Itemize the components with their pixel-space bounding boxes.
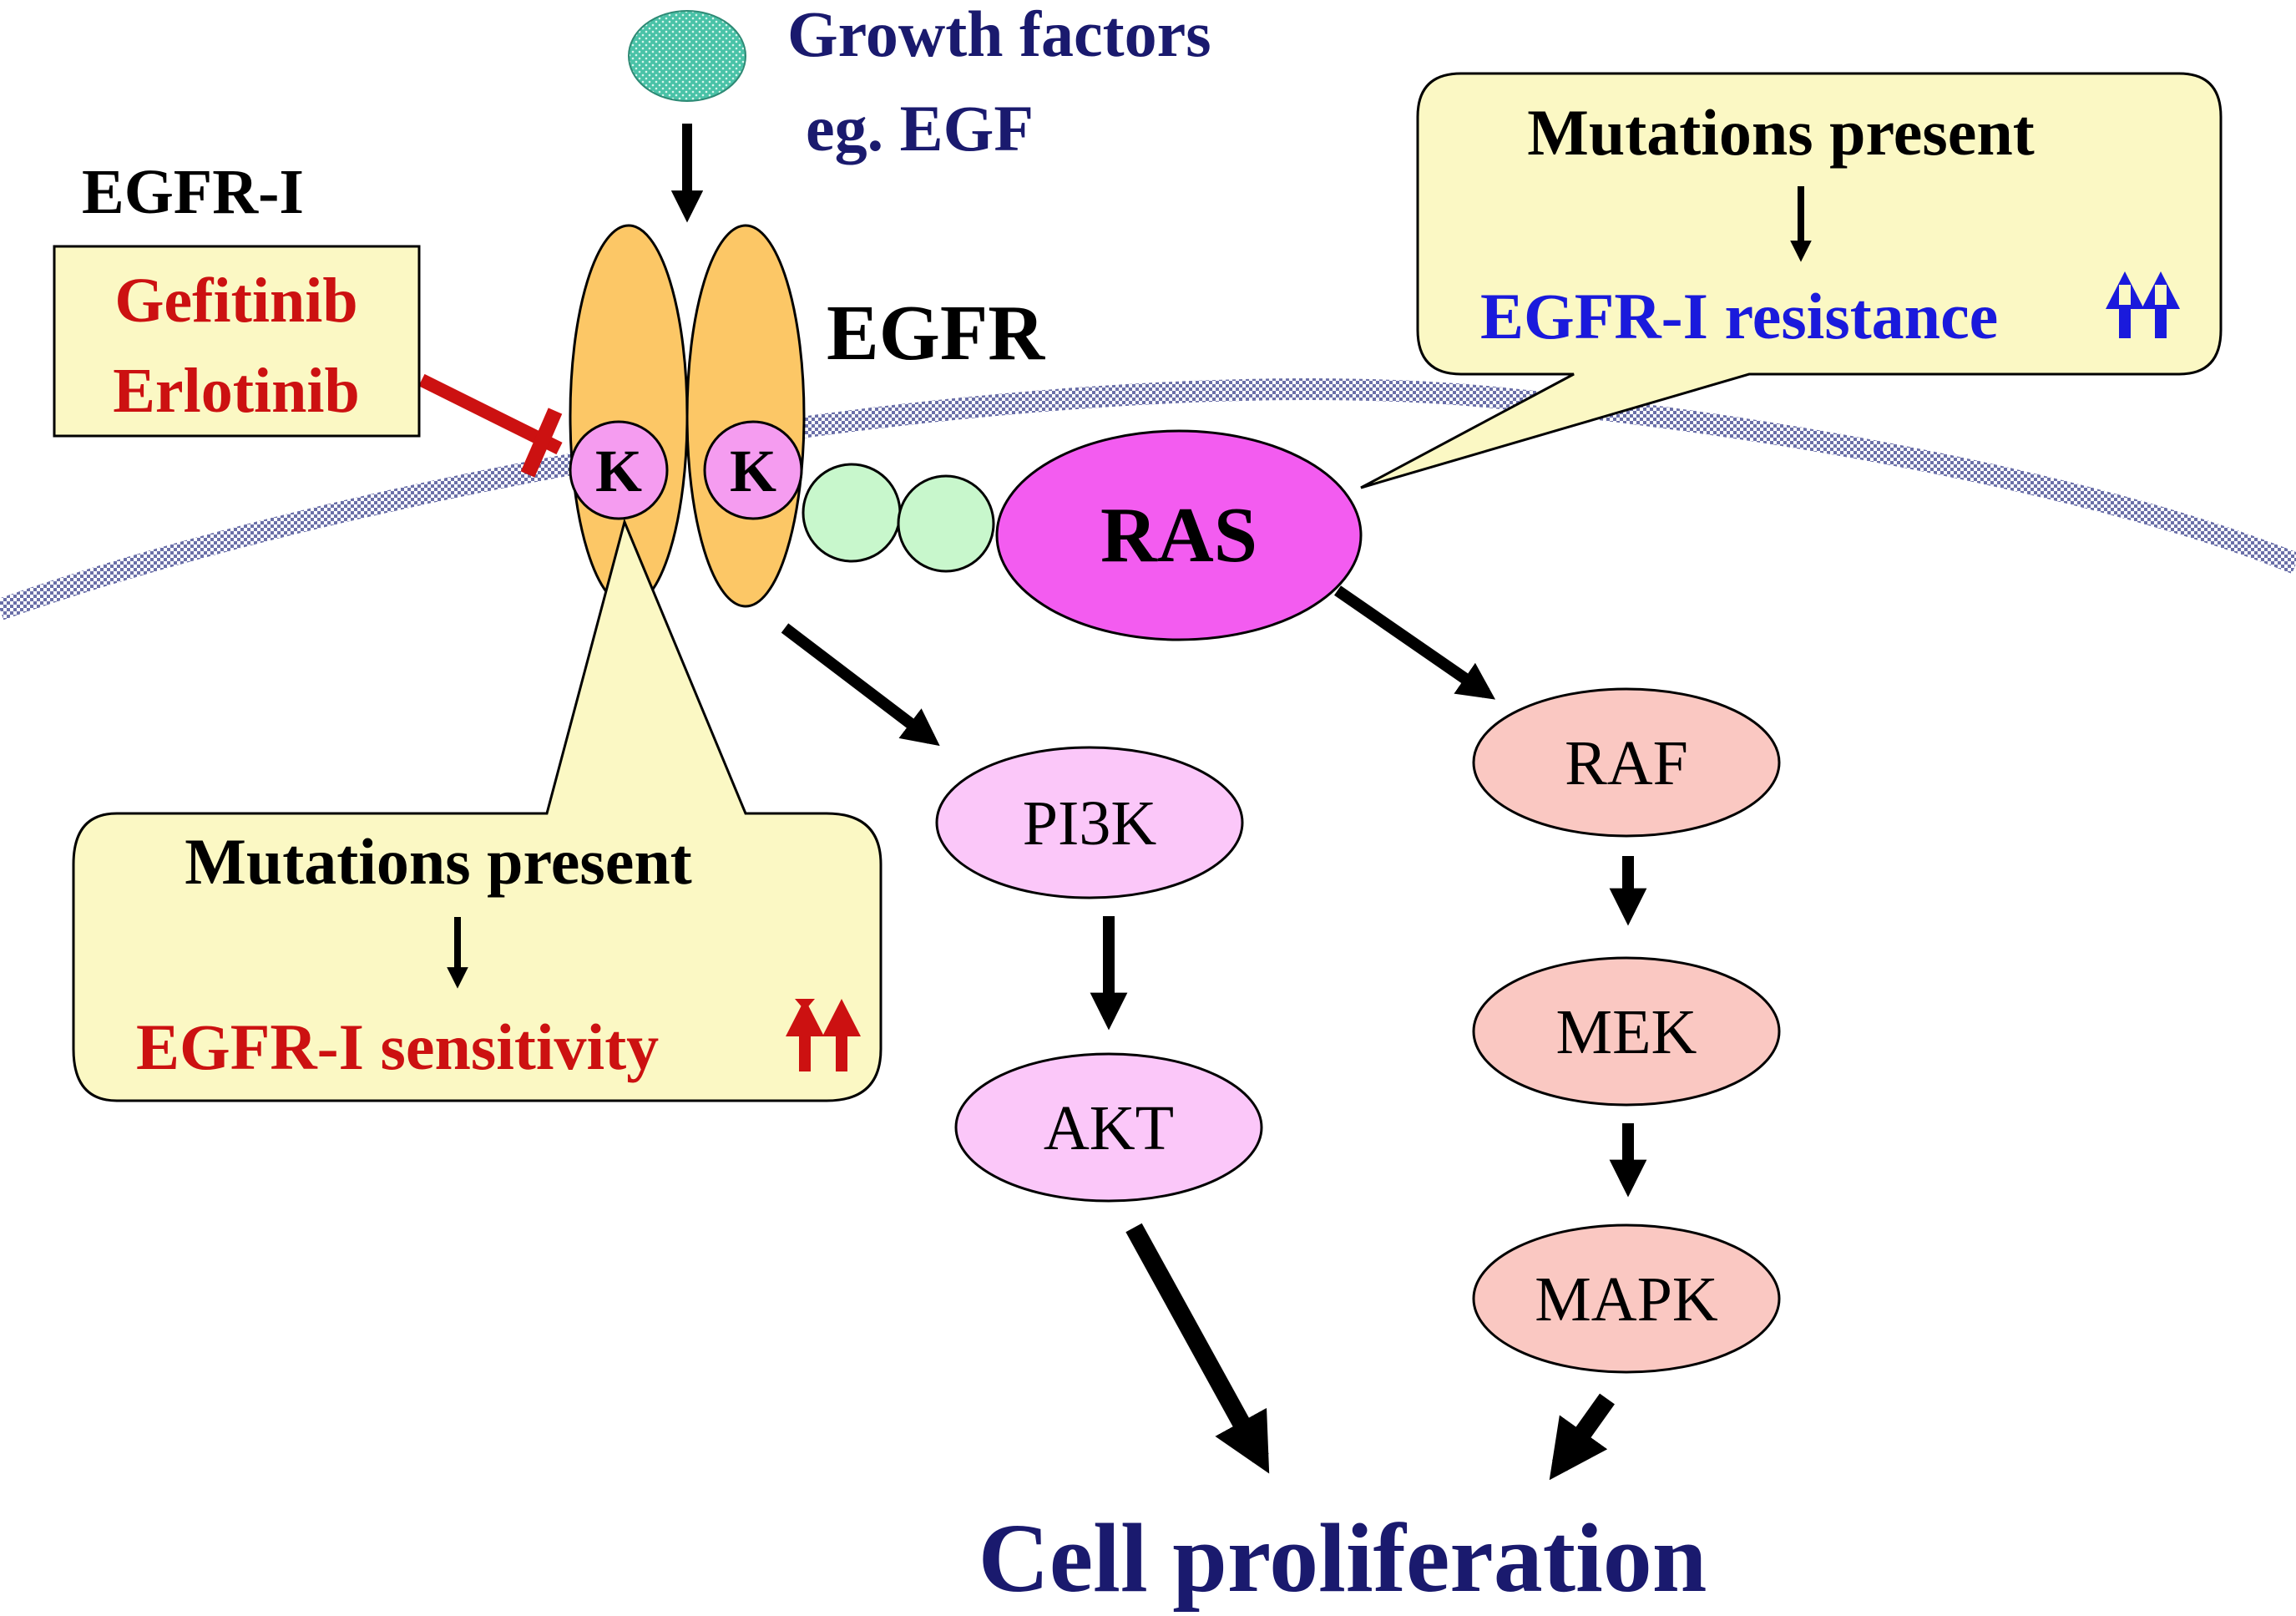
- callout-sensitivity-bubble: [72, 518, 882, 1102]
- cell-proliferation-label: Cell proliferation: [979, 1503, 1707, 1613]
- mapk-label: MAPK: [1535, 1264, 1718, 1335]
- arrow-mapk-to-proliferation: [1549, 1393, 1615, 1481]
- ras-label: RAS: [1100, 492, 1257, 579]
- mapk-node: [1472, 1223, 1781, 1374]
- pi3k-label: PI3K: [1023, 788, 1157, 859]
- egfr-label: EGFR: [827, 290, 1045, 377]
- kinase-label-right: K: [730, 438, 776, 504]
- arrow-egfr-to-pi3k: [781, 623, 940, 747]
- resistance-callout-line1: Mutations present: [1527, 96, 2034, 169]
- adaptor-protein-2: [897, 474, 995, 573]
- raf-node: [1472, 687, 1781, 838]
- callout-resistance-bubble: [1360, 72, 2223, 489]
- drug-gefitinib: Gefitinib: [114, 266, 357, 336]
- resistance-increase-icon: [2106, 271, 2180, 338]
- resistance-callout-line2: EGFR-I resistance: [1480, 280, 1998, 352]
- egf-ligand: [628, 10, 746, 102]
- pi3k-node: [935, 746, 1244, 899]
- arrow-akt-to-proliferation: [1125, 1223, 1270, 1474]
- raf-label: RAF: [1565, 728, 1688, 798]
- kinase-label-left: K: [595, 438, 642, 504]
- mek-label: MEK: [1556, 997, 1697, 1067]
- sensitivity-callout-line2: EGFR-I sensitivity: [136, 1011, 659, 1083]
- sensitivity-callout-line1: Mutations present: [185, 825, 691, 898]
- egfr-receptor-subunit-right: [685, 224, 806, 608]
- inhibitor-heading: EGFR-I: [82, 157, 304, 227]
- inhibition-bar: [520, 408, 563, 478]
- kinase-domain-left: [569, 420, 669, 520]
- drug-erlotinib: Erlotinib: [113, 356, 360, 426]
- adaptor-protein-1: [802, 463, 902, 563]
- mek-node: [1472, 956, 1781, 1107]
- egf-label: eg. EGF: [806, 92, 1034, 165]
- akt-label: AKT: [1044, 1093, 1174, 1163]
- cell-membrane: [0, 378, 2296, 621]
- growth-factors-label: Growth factors: [787, 0, 1211, 70]
- inhibitor-box: [53, 245, 421, 438]
- kinase-domain-right: [703, 420, 803, 520]
- ras-node: [995, 429, 1363, 641]
- akt-node: [954, 1052, 1263, 1203]
- sensitivity-increase-icon: [786, 999, 861, 1071]
- arrow-ras-to-raf: [1334, 585, 1496, 700]
